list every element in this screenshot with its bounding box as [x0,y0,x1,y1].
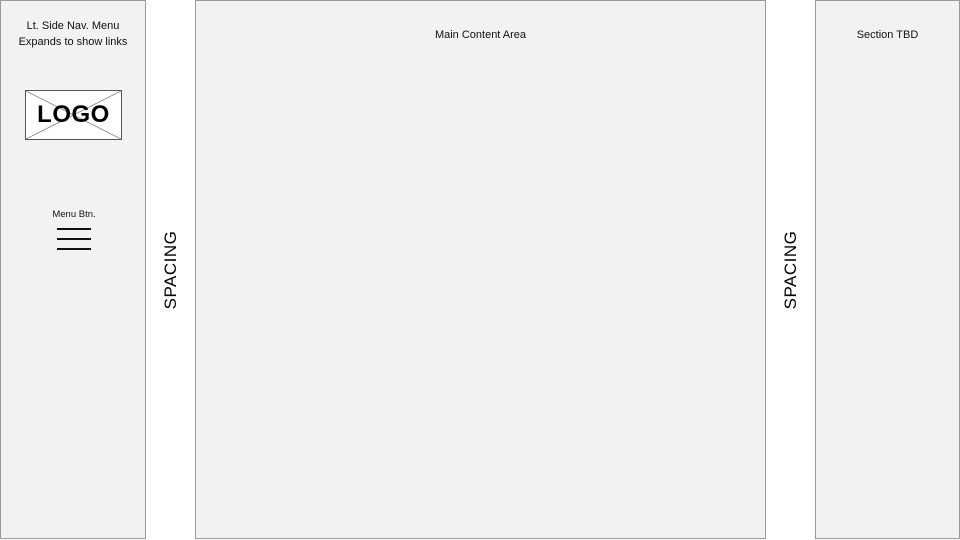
left-side-nav: Lt. Side Nav. Menu Expands to show links… [0,0,146,539]
hamburger-bar [57,228,91,230]
spacing-gutter-left: SPACING [146,0,195,540]
right-section-tbd: Section TBD [815,0,960,539]
nav-title: Lt. Side Nav. Menu Expands to show links [1,18,145,50]
right-section-title: Section TBD [856,29,919,41]
menu-button[interactable]: Menu Btn. [49,209,99,251]
menu-button-label: Menu Btn. [52,209,96,220]
hamburger-bar [57,238,91,240]
main-content-area: Main Content Area [195,0,766,539]
hamburger-bar [57,248,91,250]
main-content-title: Main Content Area [434,29,527,41]
nav-title-line2: Expands to show links [18,36,128,48]
spacing-label-right: SPACING [780,230,800,310]
hamburger-icon[interactable] [57,225,91,251]
nav-title-line1: Lt. Side Nav. Menu [26,20,120,32]
logo-placeholder[interactable]: LOGO [25,90,122,140]
logo-text: LOGO [37,101,110,128]
spacing-label-left: SPACING [160,230,180,310]
spacing-gutter-right: SPACING [766,0,815,540]
image-placeholder-cross [26,91,121,139]
